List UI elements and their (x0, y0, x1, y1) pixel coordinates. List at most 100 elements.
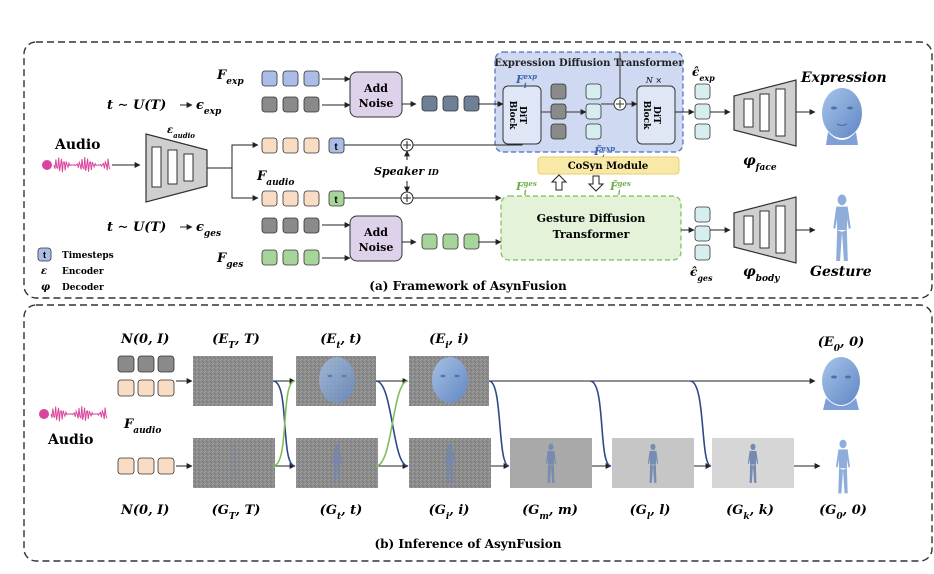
body-render-a (833, 194, 851, 262)
expression-state-label-3: (Ei, i) (429, 332, 469, 351)
add-noise-top-l1: Add (363, 82, 388, 95)
audio-wave-b (50, 406, 108, 422)
expression-label: Expression (800, 70, 887, 86)
gesture-dit-title-1: Gesture Diffusion (537, 212, 646, 225)
cosyn-module (537, 156, 680, 175)
audio-waveform (50, 406, 108, 422)
down-arrow-icon (587, 175, 605, 192)
audio-waveform (53, 157, 111, 173)
audio-label-b: Audio (47, 432, 94, 448)
eps-exp-token-1 (261, 96, 278, 113)
audio-icon-b (39, 409, 49, 419)
audio-bottom-token-1 (117, 457, 135, 475)
legend-decoder: Decoder (62, 283, 104, 293)
add-noise-top-l2: Noise (359, 97, 394, 110)
t-token-ges-label: t (334, 195, 338, 206)
encoder-audio-label: εaudio (167, 125, 195, 140)
audio-label-a: Audio (54, 137, 101, 153)
eps-ges-token-2 (282, 217, 299, 234)
f-audio-token-top-3 (303, 137, 320, 154)
gesture-state-label-6: (Gk, k) (726, 503, 774, 522)
eps-exp-label: ϵexp (196, 98, 222, 117)
f-audio-token-bottom-1 (261, 190, 278, 207)
noisy-ges-token-2 (442, 233, 459, 250)
exp-inner-token-4 (585, 83, 602, 100)
noisy-exp-token-2 (442, 95, 459, 112)
expression-state-label-4: (E0, 0) (818, 335, 865, 354)
gesture-final-body (835, 439, 851, 494)
expression-dit-panel (494, 51, 684, 153)
gesture-state-label-1: (GT, T) (212, 503, 261, 522)
caption-a: (a) Framework of AsynFusion (369, 279, 567, 293)
gesture-frame-1 (193, 438, 275, 488)
add-noise-bottom (349, 215, 403, 262)
noisy-ges-token-3 (463, 233, 480, 250)
legend-encoder-symbol: ε (41, 266, 47, 277)
noise-top-token-3 (157, 355, 175, 373)
panel-b-tokens (117, 355, 175, 475)
f-ges-token-3 (303, 249, 320, 266)
eps-hat-ges-label: ϵ̂ges (690, 265, 713, 283)
audio-top-token-2 (137, 379, 155, 397)
gesture-label: Gesture (810, 264, 872, 280)
expression-state-label-2: (Et, t) (320, 332, 361, 351)
t-sample-ges: t ∼ U(T) (107, 220, 166, 235)
gesture-state-label-3: (Gi, i) (429, 503, 470, 522)
legend-encoder: Encoder (62, 267, 104, 277)
dit-block-right-label: DiTBlock (641, 101, 661, 131)
eps-exp-token-2 (282, 96, 299, 113)
gesture-frame-6 (712, 438, 794, 488)
gesture-dit-panel (500, 195, 682, 261)
t-token-exp-label: t (334, 142, 338, 153)
add-noise-top (349, 71, 403, 118)
f-audio-token-bottom-2 (282, 190, 299, 207)
eps-ges-token-1 (261, 217, 278, 234)
panel-b-frame (23, 304, 933, 562)
fi-ges-label: Figes (515, 179, 537, 197)
audio-bottom-token-2 (137, 457, 155, 475)
legend-timestep-icon (37, 247, 52, 262)
gesture-dit-title-2: Transformer (553, 228, 630, 241)
cross-curve-blue (589, 380, 612, 467)
caption-b: (b) Inference of AsynFusion (374, 537, 561, 551)
dit-block-right (636, 85, 676, 145)
cross-curve-green (375, 380, 409, 467)
expression-dit-title: Expression Diffusion Transformer (494, 58, 684, 69)
gesture-frame-4 (510, 438, 592, 488)
noise-top-token-2 (137, 355, 155, 373)
gesture-frame-5 (612, 438, 694, 488)
panel-b-frames: (ET, T)(Et, t)(Ei, i)(E0, 0)(GT, T)(Gt, … (176, 332, 867, 522)
dit-block-left-label: DiTBlock (507, 101, 527, 131)
f-audio-label-b: Faudio (123, 417, 161, 436)
gesture-frame-3 (409, 438, 491, 488)
f-audio-token-top-2 (282, 137, 299, 154)
cross-curve-green (272, 380, 296, 467)
svg-text:t: t (43, 250, 46, 260)
face-render-a (822, 88, 862, 145)
f-ges-token-1 (261, 249, 278, 266)
gesture-state-label-5: (Gl, l) (630, 503, 671, 522)
exp-inner-token-1 (550, 83, 567, 100)
f-exp-token-1 (261, 70, 278, 87)
up-arrow-icon (550, 174, 568, 191)
fi-ges-hat-label: F̃iges (609, 179, 631, 197)
f-ges-token-2 (282, 249, 299, 266)
gesture-state-label-2: (Gt, t) (320, 503, 363, 522)
gesture-state-label-4: (Gm, m) (522, 503, 578, 522)
add-noise-bottom-l2: Noise (359, 241, 394, 254)
expression-frame-1 (193, 356, 273, 406)
panel-a-tokens (261, 70, 480, 266)
f-exp-label: Fexp (216, 68, 244, 87)
audio-top-token-1 (117, 379, 135, 397)
cross-curve-blue (488, 380, 510, 467)
phi-face-label: φface (743, 153, 777, 173)
gesture-frame-2 (296, 438, 378, 488)
exp-inner-token-3 (550, 123, 567, 140)
exp-inner-token-5 (585, 103, 602, 120)
eps-ges-label: ϵges (196, 220, 221, 239)
phi-body-label: φbody (743, 264, 780, 284)
expression-frame-2 (296, 356, 376, 406)
t-sample-exp: t ∼ U(T) (107, 98, 166, 113)
